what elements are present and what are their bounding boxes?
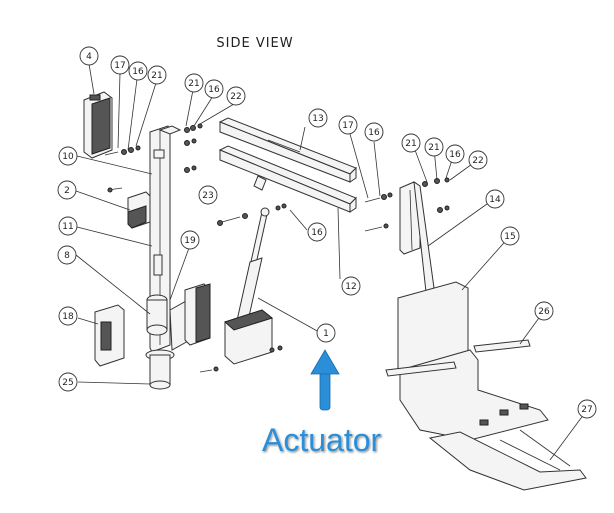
battery-box	[83, 91, 113, 159]
svg-text:27: 27	[581, 405, 592, 415]
callout-17: 17	[338, 115, 358, 135]
callout-21: 21	[184, 73, 204, 93]
annotation-label: Actuator	[262, 422, 382, 458]
callout-13: 13	[308, 108, 328, 128]
svg-text:21: 21	[188, 79, 199, 89]
left-cover	[94, 304, 125, 367]
svg-text:16: 16	[449, 150, 461, 160]
svg-text:11: 11	[62, 222, 73, 232]
footrest	[428, 429, 587, 491]
svg-text:17: 17	[114, 61, 125, 71]
callout-21: 21	[424, 137, 444, 157]
svg-text:16: 16	[208, 85, 220, 95]
callout-4: 4	[79, 46, 99, 66]
callout-16: 16	[445, 144, 465, 164]
svg-text:18: 18	[62, 312, 74, 322]
callout-18: 18	[58, 306, 78, 326]
callout-16: 16	[204, 79, 224, 99]
bottom-hardware	[199, 345, 283, 373]
bolt-23	[217, 213, 248, 226]
svg-text:26: 26	[538, 307, 550, 317]
base-post	[145, 349, 175, 390]
callout-19: 19	[180, 230, 200, 250]
svg-text:13: 13	[312, 114, 323, 124]
seat-post	[399, 180, 435, 293]
svg-text:22: 22	[472, 156, 483, 166]
svg-text:12: 12	[345, 282, 356, 292]
leader-lines	[75, 63, 588, 461]
svg-text:1: 1	[323, 329, 329, 339]
svg-text:19: 19	[184, 236, 196, 246]
callout-10: 10	[58, 146, 78, 166]
callout-8: 8	[57, 245, 77, 265]
svg-text:17: 17	[342, 121, 353, 131]
callout-12: 12	[341, 276, 361, 296]
svg-text:16: 16	[368, 128, 380, 138]
svg-text:4: 4	[86, 52, 92, 62]
upper-boom-arm	[218, 117, 357, 183]
callout-16: 16	[128, 61, 148, 81]
callout-22: 22	[226, 86, 246, 106]
callout-26: 26	[534, 301, 554, 321]
svg-text:21: 21	[428, 143, 439, 153]
svg-text:22: 22	[230, 92, 241, 102]
svg-text:23: 23	[202, 191, 213, 201]
svg-text:16: 16	[132, 67, 144, 77]
right-hardware	[364, 177, 450, 232]
callout-22: 22	[468, 150, 488, 170]
svg-text:10: 10	[62, 152, 74, 162]
lower-boom-arm	[218, 145, 357, 213]
callout-2: 2	[57, 180, 77, 200]
svg-text:15: 15	[504, 232, 515, 242]
callout-27: 27	[577, 399, 597, 419]
callout-17: 17	[110, 55, 130, 75]
callout-21: 21	[147, 65, 167, 85]
callout-14: 14	[485, 189, 505, 209]
callout-1: 1	[316, 323, 336, 343]
right-cover	[184, 283, 211, 346]
svg-text:21: 21	[405, 139, 416, 149]
seat	[385, 281, 549, 441]
callout-25: 25	[58, 372, 78, 392]
svg-text:8: 8	[64, 251, 70, 261]
top-left-hardware	[104, 123, 203, 173]
svg-text:25: 25	[62, 378, 73, 388]
svg-text:2: 2	[64, 186, 70, 196]
callout-16: 16	[307, 222, 327, 242]
callout-15: 15	[500, 226, 520, 246]
callout-11: 11	[58, 216, 78, 236]
svg-text:21: 21	[151, 71, 162, 81]
callout-16: 16	[364, 122, 384, 142]
motor-box	[107, 187, 151, 229]
annotation-arrow	[310, 349, 340, 411]
svg-text:14: 14	[489, 195, 501, 205]
svg-text:16: 16	[311, 228, 323, 238]
callout-21: 21	[401, 133, 421, 153]
callout-23: 23	[198, 185, 218, 205]
actuator	[224, 203, 287, 365]
diagram-title: SIDE VIEW	[216, 36, 294, 51]
